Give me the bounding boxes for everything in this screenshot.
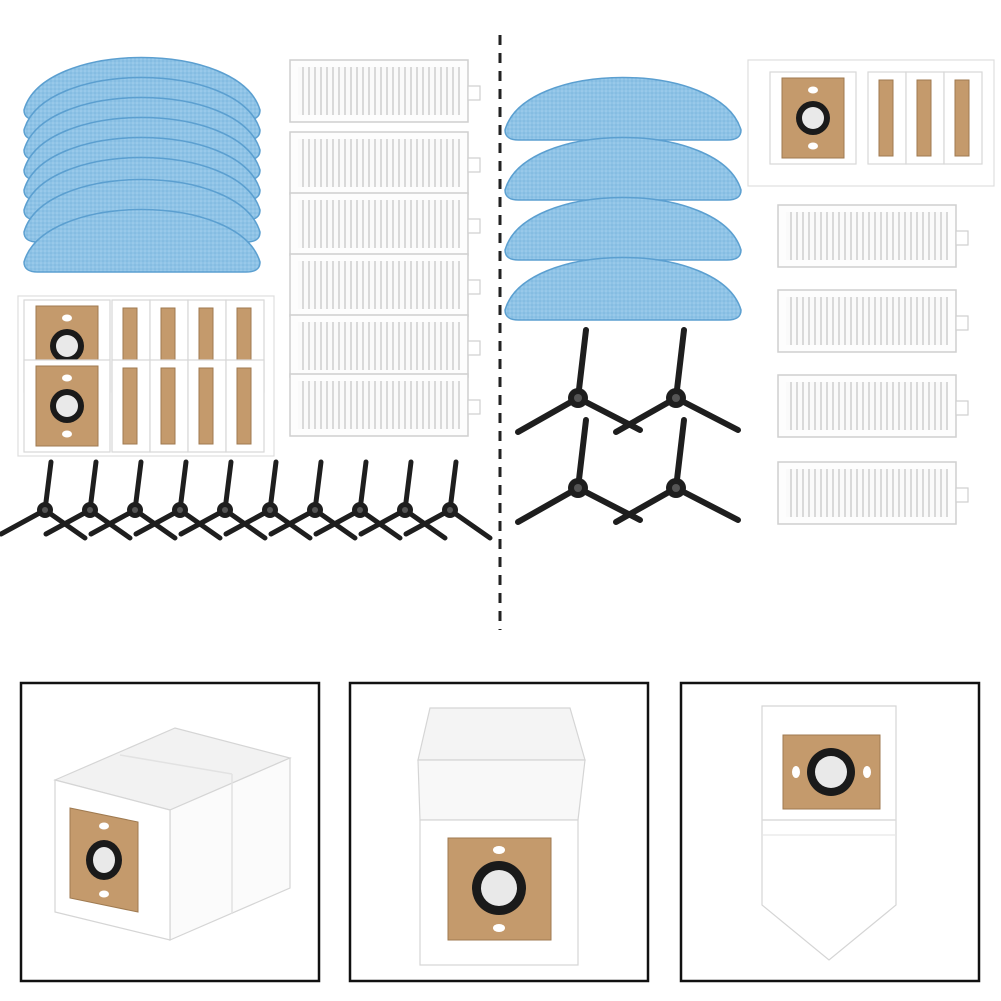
- right-kit: [504, 59, 995, 525]
- left-kit: [1, 56, 490, 539]
- dust-bag-group-right: [747, 59, 995, 187]
- mop-pad-stack-right: [504, 76, 742, 321]
- side-brush-group-right: [518, 330, 738, 522]
- detail-panel-flat: [679, 681, 981, 983]
- dust-bag-group-left: [17, 295, 275, 457]
- hepa-filter-stack-right: [777, 204, 969, 525]
- detail-panel-angled: [19, 681, 321, 983]
- hepa-filter-stack-left: [289, 59, 481, 437]
- side-brush-row-left: [1, 462, 490, 538]
- mop-pad-stack-left: [23, 56, 261, 273]
- detail-panel-open: [348, 681, 650, 983]
